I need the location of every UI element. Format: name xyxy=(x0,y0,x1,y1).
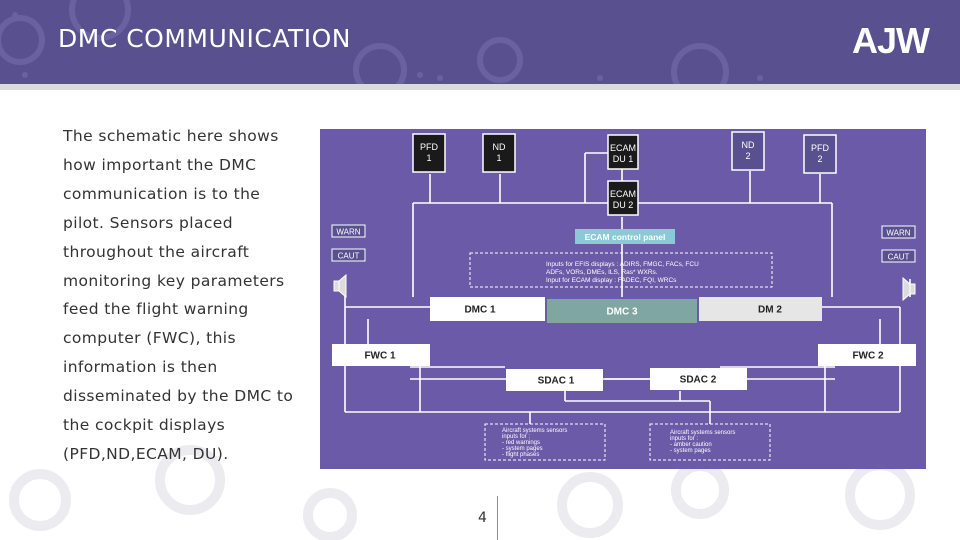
svg-text:Aircraft systems sensors: Aircraft systems sensors xyxy=(670,430,735,436)
svg-text:FWC 1: FWC 1 xyxy=(364,351,396,362)
dmc-3-box: DMC 3 xyxy=(547,299,697,323)
display-nd-1: ND 1 xyxy=(482,133,516,173)
svg-text:CAUT: CAUT xyxy=(888,253,910,262)
svg-text:DMC 1: DMC 1 xyxy=(464,305,496,316)
sdac-2-box: SDAC 2 xyxy=(650,368,747,390)
dm-2-box: DM 2 xyxy=(699,297,822,321)
display-pfd-2: PFD 2 xyxy=(803,134,837,174)
svg-text:PFD: PFD xyxy=(811,143,830,153)
svg-text:- amber caution: - amber caution xyxy=(670,442,712,448)
svg-text:WARN: WARN xyxy=(886,229,910,238)
page-title: DMC COMMUNICATION xyxy=(58,24,352,53)
warn-light-left: WARN xyxy=(331,224,366,238)
page-number-divider xyxy=(497,496,498,540)
svg-text:- system pages: - system pages xyxy=(502,446,543,452)
caut-light-right: CAUT xyxy=(881,249,916,263)
warn-light-right: WARN xyxy=(881,225,916,239)
svg-text:ECAM control panel: ECAM control panel xyxy=(585,232,666,242)
svg-text:1: 1 xyxy=(496,153,501,163)
svg-text:2: 2 xyxy=(817,154,822,164)
svg-text:DU 2: DU 2 xyxy=(613,200,634,210)
svg-text:SDAC 1: SDAC 1 xyxy=(538,376,575,387)
display-nd-2: ND 2 xyxy=(731,131,765,171)
svg-text:ECAM: ECAM xyxy=(610,189,636,199)
svg-text:- system pages: - system pages xyxy=(670,448,711,454)
svg-text:- flight phases: - flight phases xyxy=(502,452,539,458)
display-ecam-du-2: ECAM DU 2 xyxy=(607,180,639,216)
speaker-icon-right xyxy=(902,276,916,302)
display-pfd-1: PFD 1 xyxy=(412,133,446,173)
sensors-note-left: Aircraft systems sensors inputs for : - … xyxy=(484,423,606,461)
ecam-control-panel: ECAM control panel xyxy=(575,229,675,244)
svg-text:2: 2 xyxy=(745,151,750,161)
svg-text:FWC 2: FWC 2 xyxy=(852,351,884,362)
svg-text:SDAC 2: SDAC 2 xyxy=(680,375,717,386)
svg-text:inputs for :: inputs for : xyxy=(670,436,698,442)
caut-light-left: CAUT xyxy=(331,248,366,262)
fwc-1-box: FWC 1 xyxy=(332,344,430,366)
page-number: 4 xyxy=(478,510,487,526)
sensors-note-right: Aircraft systems sensors inputs for : - … xyxy=(649,423,771,461)
svg-text:DU 1: DU 1 xyxy=(613,154,634,164)
svg-text:ECAM: ECAM xyxy=(610,143,636,153)
svg-text:ADFs, VORs, DMEs, ILS, Ras* WX: ADFs, VORs, DMEs, ILS, Ras* WXRs. xyxy=(546,269,658,276)
header-bar: DMC COMMUNICATION AJW xyxy=(0,0,960,84)
fwc-2-box: FWC 2 xyxy=(818,344,916,366)
svg-text:WARN: WARN xyxy=(336,228,360,237)
svg-text:DMC 3: DMC 3 xyxy=(606,307,638,318)
sdac-1-box: SDAC 1 xyxy=(506,369,603,391)
svg-text:- red warnings: - red warnings xyxy=(502,440,540,446)
svg-text:ND: ND xyxy=(742,140,755,150)
description-text: The schematic here shows how important t… xyxy=(63,127,294,463)
ajw-logo: AJW xyxy=(852,20,930,61)
dmc-schematic-diagram: PFD 1 ND 1 ECAM DU 1 ND 2 PFD 2 ECAM DU … xyxy=(320,129,926,469)
dmc-1-box: DMC 1 xyxy=(430,297,545,321)
svg-text:Aircraft systems sensors: Aircraft systems sensors xyxy=(502,428,567,434)
header-divider xyxy=(0,84,960,90)
speaker-icon-left xyxy=(333,273,347,299)
svg-text:PFD: PFD xyxy=(420,142,439,152)
inputs-note-box: Inputs for EFIS displays : ADIRS, FMGC, … xyxy=(469,252,773,288)
svg-text:1: 1 xyxy=(426,153,431,163)
svg-text:DM 2: DM 2 xyxy=(758,305,782,316)
header-gears-decoration xyxy=(0,0,763,84)
svg-text:CAUT: CAUT xyxy=(338,252,360,261)
svg-text:inputs for :: inputs for : xyxy=(502,434,530,440)
svg-text:Input for ECAM display : FADEC: Input for ECAM display : FADEC, FQI, WRC… xyxy=(546,277,677,284)
display-ecam-du-1: ECAM DU 1 xyxy=(607,134,639,170)
svg-text:ND: ND xyxy=(493,142,506,152)
svg-text:Inputs for EFIS displays : ADI: Inputs for EFIS displays : ADIRS, FMGC, … xyxy=(546,261,699,268)
